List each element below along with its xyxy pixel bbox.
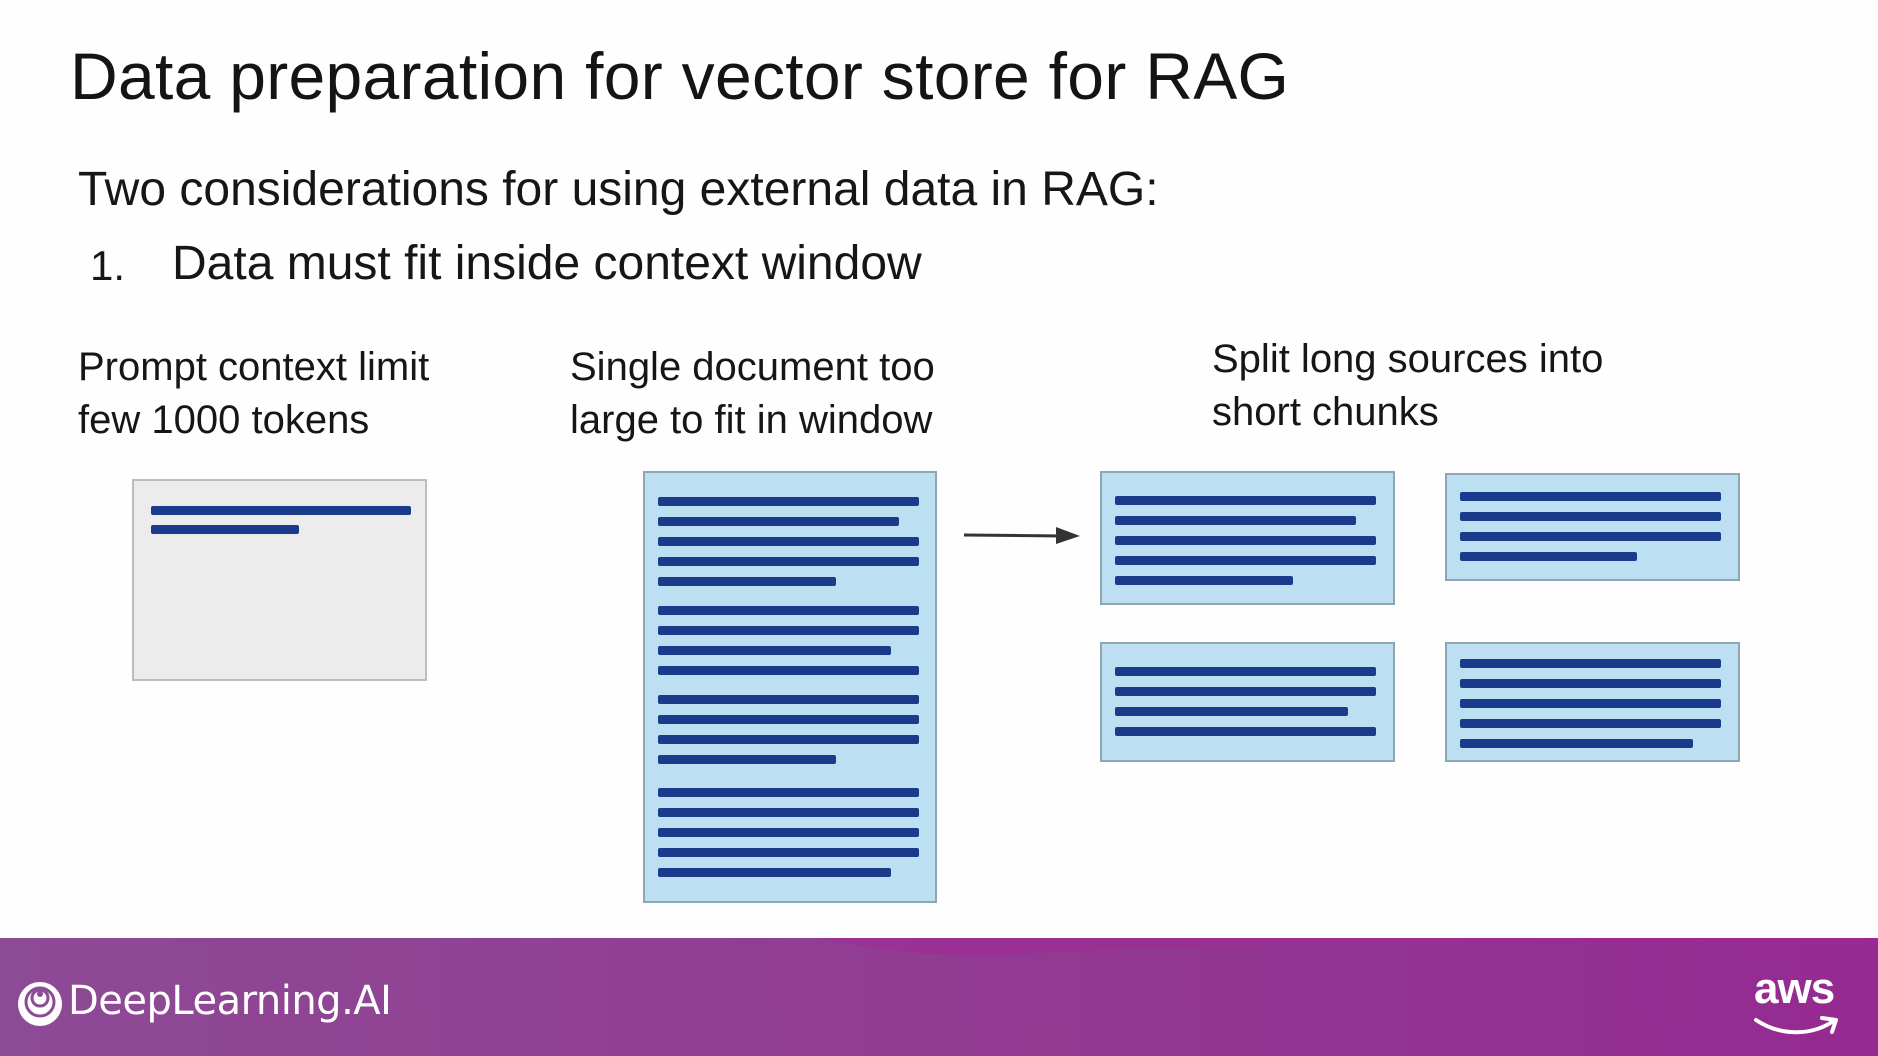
text-line [1115,576,1293,585]
footer-wave-decoration [820,938,1878,956]
text-line [658,695,919,704]
caption-line: Single document too [570,345,935,389]
slide-title: Data preparation for vector store for RA… [70,39,1290,113]
text-line [1460,679,1721,688]
text-line [1460,492,1721,501]
caption-line: Split long sources into [1212,337,1604,381]
aws-logo-text: aws [1754,964,1835,1013]
caption-split-chunks: Split long sources into short chunks [1212,333,1603,439]
slide-subtitle: Two considerations for using external da… [78,163,1159,216]
text-line [658,868,891,877]
text-line [151,506,411,515]
chunk-box [1445,473,1740,581]
chunk-box [1445,642,1740,762]
text-line [1115,536,1376,545]
list-item-number: 1. [90,242,126,289]
caption-line: Prompt context limit [78,345,430,389]
text-line [1460,532,1721,541]
large-document-box [643,471,937,903]
aws-smile-icon [1754,1016,1838,1035]
text-line [151,525,299,534]
text-line [658,537,919,546]
text-line [658,715,919,724]
text-line [1115,496,1376,505]
text-line [658,626,919,635]
text-line [1115,727,1376,736]
arrow-right-icon [963,527,1080,544]
text-line [658,497,919,506]
text-line [658,848,919,857]
text-line [1460,699,1721,708]
caption-single-document: Single document too large to fit in wind… [570,341,935,447]
footer-bar: DeepLearning.AI aws [0,938,1878,1056]
caption-line: large to fit in window [570,398,933,442]
chunk-box [1100,471,1395,605]
text-line [658,666,919,675]
text-line [658,577,836,586]
deeplearning-ai-logo-icon [18,982,62,1026]
text-line [1460,512,1721,521]
text-line [658,606,919,615]
text-line [1460,552,1637,561]
text-line [658,517,899,526]
caption-prompt-context: Prompt context limit few 1000 tokens [78,341,429,447]
text-line [1115,556,1376,565]
text-line [658,828,919,837]
text-line [658,755,836,764]
caption-line: few 1000 tokens [78,398,370,442]
text-line [1115,667,1376,676]
text-line [1460,719,1721,728]
text-line [658,808,919,817]
text-line [658,646,891,655]
text-line [1460,659,1721,668]
chunk-box [1100,642,1395,762]
brand-name: DeepLearning.AI [68,978,392,1024]
text-line [1115,687,1376,696]
caption-line: short chunks [1212,390,1439,434]
text-line [658,735,919,744]
text-line [658,788,919,797]
text-line [1460,739,1693,748]
prompt-context-box [132,479,427,681]
text-line [658,557,919,566]
text-line [1115,516,1356,525]
text-line [1115,707,1348,716]
list-item-text: Data must fit inside context window [172,237,922,290]
